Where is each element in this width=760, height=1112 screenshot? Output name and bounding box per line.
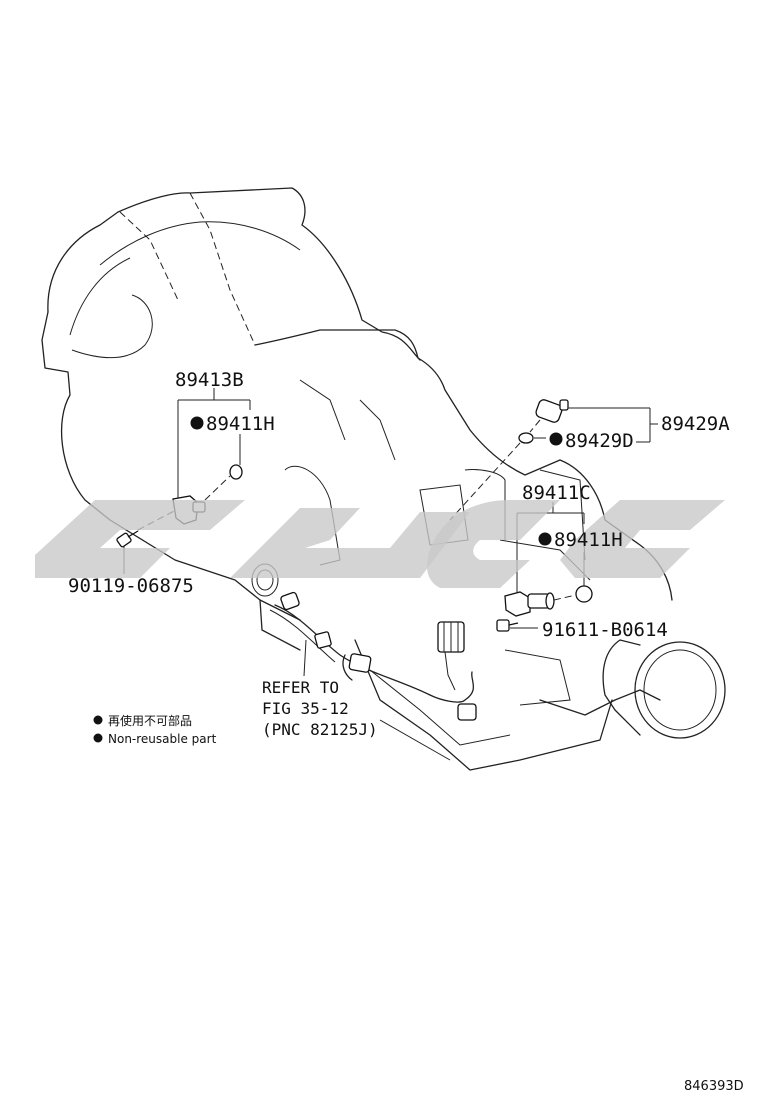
legend-item-jp: 再使用不可部品 xyxy=(108,713,192,728)
legend: 再使用不可部品 Non-reusable part xyxy=(93,713,217,746)
callout-90119: 90119-06875 xyxy=(68,575,194,597)
gasket-89429D xyxy=(518,432,534,444)
diagram-id: 846393D xyxy=(684,1079,744,1094)
non-reusable-marker xyxy=(190,416,204,430)
reference-note: REFER TO FIG 35-12 (PNC 82125J) xyxy=(262,678,378,739)
wire-harness xyxy=(269,591,477,721)
pressure-switch xyxy=(449,399,569,521)
legend-dot-icon xyxy=(93,715,103,725)
non-reusable-marker xyxy=(549,432,563,446)
non-reusable-marker xyxy=(538,532,552,546)
transmission-outline xyxy=(41,187,726,771)
reference-line-1: REFER TO xyxy=(262,678,339,697)
callout-91611: 91611-B0614 xyxy=(542,619,668,641)
callout-89429A: 89429A xyxy=(661,413,730,435)
watermark xyxy=(35,500,725,588)
reference-line-3: (PNC 82125J) xyxy=(262,720,378,739)
right-speed-sensor xyxy=(496,585,593,632)
callout-89411C: 89411C xyxy=(522,482,591,504)
legend-dot-icon xyxy=(93,733,103,743)
callout-89411H-left: 89411H xyxy=(206,413,275,435)
callout-89429D: 89429D xyxy=(565,430,634,452)
o-ring-left xyxy=(229,464,243,480)
o-ring-right xyxy=(575,585,593,603)
callout-89413B: 89413B xyxy=(175,369,244,391)
legend-item-en: Non-reusable part xyxy=(108,732,217,746)
reference-line-2: FIG 35-12 xyxy=(262,699,349,718)
callout-89411H-right: 89411H xyxy=(554,529,623,551)
